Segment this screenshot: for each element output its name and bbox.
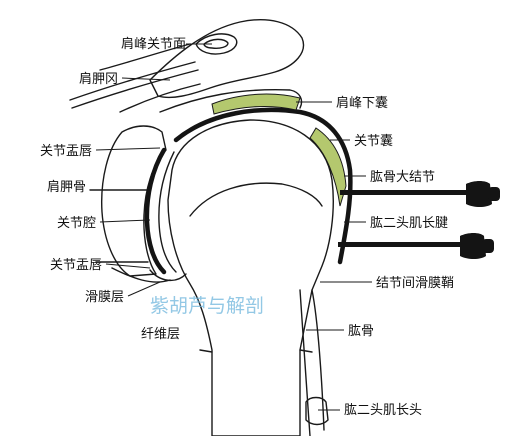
label-humerus: 肱骨 [348, 324, 374, 339]
scapula-glenoid [89, 125, 167, 277]
label-acromion-articular-surface: 肩峰关节面 [121, 36, 186, 52]
synovial-lining [111, 151, 187, 283]
label-joint-cavity: 关节腔 [57, 216, 96, 231]
label-intertubercular-sheath: 结节间滑膜鞘 [376, 276, 454, 291]
label-biceps-long-head: 肱二头肌长头 [344, 403, 422, 418]
acromion [69, 19, 305, 113]
label-subacromial-bursa: 肩峰下囊 [336, 95, 388, 111]
probe-marker-lower [338, 233, 494, 259]
label-scapular-notch: 肩胛冈 [79, 71, 118, 87]
label-joint-capsule: 关节囊 [354, 133, 393, 149]
joint-capsule [144, 107, 353, 275]
leader-lines [95, 43, 372, 411]
label-glenoid-labrum-upper: 关节盂唇 [40, 144, 92, 159]
label-synovial-layer: 滑膜层 [85, 290, 124, 305]
label-greater-tubercle: 肱骨大结节 [370, 170, 435, 185]
label-glenoid-labrum-lower: 关节盂唇 [50, 258, 102, 273]
label-scapula: 肩胛骨 [47, 179, 86, 195]
label-biceps-long-tendon: 肱二头肌长腱 [370, 216, 448, 231]
watermark-text: 紫胡芦与解剖 [150, 295, 264, 317]
humerus [167, 119, 334, 436]
subacromial-bursa [211, 93, 301, 115]
label-fibrous-layer: 纤维层 [141, 327, 180, 342]
probe-marker-upper [340, 181, 500, 207]
